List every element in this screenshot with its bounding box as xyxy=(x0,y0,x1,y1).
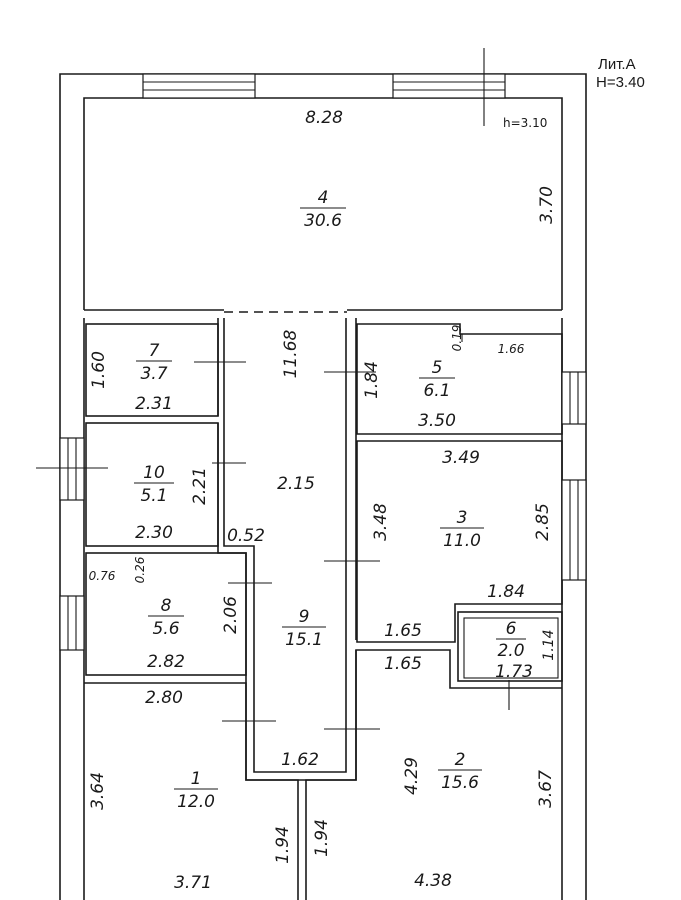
room-2-area: 15.6 xyxy=(441,773,479,793)
dim-3-67: 3.67 xyxy=(536,770,556,808)
room-5-outline xyxy=(356,323,563,435)
window-left-lower xyxy=(59,595,85,651)
dim-2-31: 2.31 xyxy=(135,394,173,414)
window-top-left xyxy=(142,73,256,99)
dim-1-60: 1.60 xyxy=(89,351,109,389)
dim-1-94-left: 1.94 xyxy=(273,826,293,864)
room-2-outline xyxy=(305,649,562,900)
room-9-area: 15.1 xyxy=(285,630,323,650)
dim-1-14: 1.14 xyxy=(541,629,557,660)
room-5-number: 5 xyxy=(432,358,443,378)
dim-2-15: 2.15 xyxy=(277,474,315,494)
window-right-upper xyxy=(561,371,587,425)
room-1-outline xyxy=(84,682,299,900)
dim-3-71: 3.71 xyxy=(174,873,212,893)
dim-2-82: 2.82 xyxy=(147,652,185,672)
dim-3-50: 3.50 xyxy=(418,411,456,431)
corridor-walls xyxy=(223,318,347,773)
door-marks xyxy=(36,334,510,730)
dim-0-19: 0.19 xyxy=(450,325,464,352)
dim-0-26: 0.26 xyxy=(133,556,147,583)
room-1-number: 1 xyxy=(191,769,202,789)
section-mark xyxy=(462,48,505,126)
room-2-number: 2 xyxy=(455,750,466,770)
room-height-label: h=3.10 xyxy=(503,116,547,130)
dim-2-30: 2.30 xyxy=(135,523,173,543)
room-8-area: 5.6 xyxy=(152,619,179,639)
corridor-outer xyxy=(217,318,357,781)
dim-1-66: 1.66 xyxy=(498,342,525,356)
dim-8-28: 8.28 xyxy=(305,108,343,128)
room-6-number: 6 xyxy=(506,619,517,639)
room-3-outline xyxy=(356,440,563,643)
dim-1-62: 1.62 xyxy=(281,750,319,770)
window-left-upper xyxy=(59,437,85,501)
room-7-number: 7 xyxy=(149,341,160,361)
room-4-area: 30.6 xyxy=(304,211,342,231)
dim-0-76: 0.76 xyxy=(89,569,116,583)
height-label: H=3.40 xyxy=(596,74,645,91)
window-top-right xyxy=(392,73,506,99)
room-1-area: 12.0 xyxy=(177,792,215,812)
dim-4-29: 4.29 xyxy=(402,757,422,795)
dim-3-64: 3.64 xyxy=(88,772,108,810)
dim-1-84-room5: 1.84 xyxy=(362,361,382,399)
dim-3-49: 3.49 xyxy=(442,448,480,468)
dim-2-85: 2.85 xyxy=(533,503,553,541)
inner-wall-room4 xyxy=(83,97,563,310)
dim-1-84-room3: 1.84 xyxy=(487,582,525,602)
dim-11-68: 11.68 xyxy=(281,329,301,378)
dim-3-70: 3.70 xyxy=(537,186,557,224)
window-right-lower xyxy=(561,479,587,581)
dim-1-94-right: 1.94 xyxy=(312,819,332,857)
dim-1-73: 1.73 xyxy=(495,662,533,682)
room-6-inner xyxy=(463,617,559,679)
dim-3-48: 3.48 xyxy=(371,503,391,541)
room-4-number: 4 xyxy=(318,188,329,208)
room-6-outline xyxy=(457,611,563,682)
room-10-number: 10 xyxy=(143,463,165,483)
dim-2-21: 2.21 xyxy=(190,467,210,505)
dim-0-52: 0.52 xyxy=(227,526,265,546)
dim-2-06: 2.06 xyxy=(221,596,241,634)
liter-label: Лит.А xyxy=(598,56,636,73)
room-8-number: 8 xyxy=(161,596,172,616)
dim-1-65-room2: 1.65 xyxy=(384,654,422,674)
dim-4-38: 4.38 xyxy=(414,871,452,891)
room-9-number: 9 xyxy=(299,607,310,627)
room-3-area: 11.0 xyxy=(443,531,481,551)
room-6-area: 2.0 xyxy=(497,641,524,661)
dim-1-65-room3: 1.65 xyxy=(384,621,422,641)
room-3-number: 3 xyxy=(457,508,468,528)
room-5-area: 6.1 xyxy=(423,381,450,401)
room-10-area: 5.1 xyxy=(140,486,167,506)
room-7-area: 3.7 xyxy=(140,364,167,384)
dim-2-80: 2.80 xyxy=(145,688,183,708)
